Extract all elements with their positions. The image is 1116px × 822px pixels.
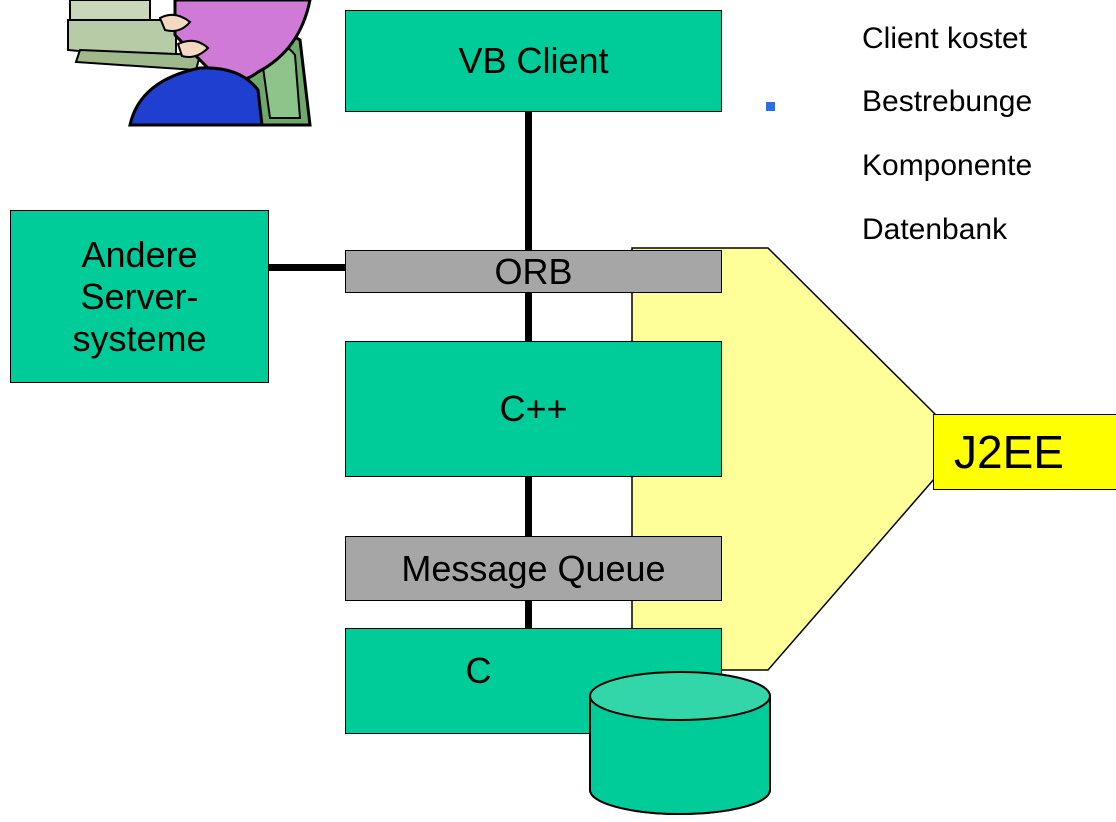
bullet-2-line-3: Datenbank xyxy=(862,213,1008,246)
connector-mq-c xyxy=(525,600,532,630)
bullet-2-line-2: Komponente xyxy=(862,149,1033,182)
bullet-list: Client kostet Bestrebunge Komponente Dat… xyxy=(0,0,1116,300)
vb-client-label: VB Client xyxy=(458,40,609,81)
vb-client-box: VB Client xyxy=(345,10,722,112)
other-servers-line-2: Server- xyxy=(80,275,199,317)
message-queue-box: Message Queue xyxy=(345,536,722,601)
connector-cpp-mq xyxy=(525,476,532,536)
cpp-box: C++ xyxy=(345,341,722,477)
message-queue-label: Message Queue xyxy=(401,547,666,589)
orb-box: ORB xyxy=(345,250,722,293)
cpp-label: C++ xyxy=(499,388,568,429)
c-label: C xyxy=(465,650,492,691)
other-servers-line-1: Andere xyxy=(81,233,198,275)
connector-vb-orb xyxy=(525,112,532,250)
connector-orb-cpp xyxy=(525,292,532,342)
other-servers-box: Andere Server- systeme xyxy=(10,210,269,383)
person-at-computer-icon xyxy=(67,0,312,127)
connector-other-orb xyxy=(268,264,346,271)
j2ee-label: J2EE xyxy=(954,426,1064,478)
bullet-text-continuation: Client kostet xyxy=(862,22,1028,55)
orb-label: ORB xyxy=(494,250,573,292)
bullet-marker xyxy=(766,102,775,111)
bullet-2-line-1: Bestrebunge xyxy=(862,85,1033,118)
j2ee-box: J2EE xyxy=(933,414,1116,490)
c-box: C xyxy=(345,628,722,734)
other-servers-line-3: systeme xyxy=(72,317,207,359)
